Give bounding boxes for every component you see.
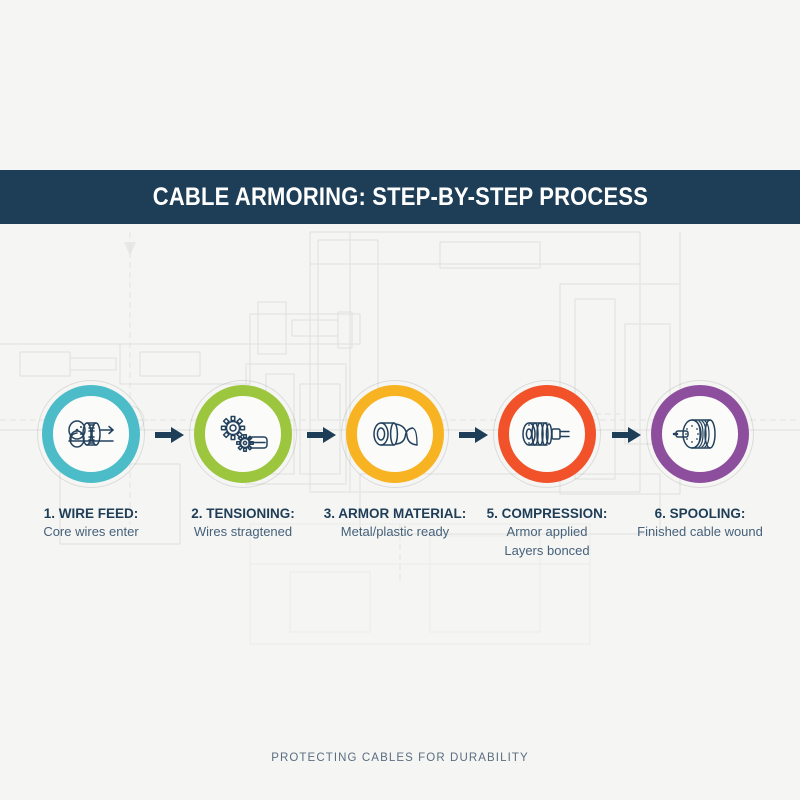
step-circle-wire-feed[interactable] — [35, 378, 147, 490]
step-label-title: 3. ARMOR MATERIAL: — [323, 506, 467, 521]
gears-tensioner-icon — [213, 404, 273, 464]
step-label-desc: Wires stragtened — [193, 524, 293, 539]
step-labels-row: 1. WIRE FEED: Core wires enter 2. TENSIO… — [0, 505, 800, 575]
step-label-title: 5. COMPRESSION: — [486, 506, 608, 521]
step-label-title: 1. WIRE FEED: — [43, 506, 139, 521]
wire-spool-feed-icon — [61, 404, 121, 464]
step-halo-ring — [493, 380, 601, 488]
step-label-desc: Core wires enter — [43, 524, 139, 539]
compression-die-icon — [517, 404, 577, 464]
arrow-right-icon — [457, 424, 491, 446]
step-circle-armor-material[interactable] — [339, 378, 451, 490]
footer-tagline: PROTECTING CABLES FOR DURABILITY — [271, 752, 529, 764]
step-color-ring — [651, 385, 749, 483]
step-label-tensioning: 2. TENSIONING: Wires stragtened — [143, 505, 343, 541]
step-halo-ring — [341, 380, 449, 488]
step-circle-tensioning[interactable] — [187, 378, 299, 490]
step-label-title: 2. TENSIONING: — [191, 506, 295, 521]
cable-drum-icon — [670, 404, 730, 464]
step-circle-spooling[interactable] — [644, 378, 756, 490]
title-banner: CABLE ARMORING: STEP-BY-STEP PROCESS — [0, 170, 800, 224]
page-title: CABLE ARMORING: STEP-BY-STEP PROCESS — [152, 182, 648, 211]
step-color-ring — [42, 385, 140, 483]
step-halo-ring — [646, 380, 754, 488]
step-circle-compression[interactable] — [491, 378, 603, 490]
step-label-spooling: 6. SPOOLING: Finished cable wound — [600, 505, 800, 541]
arrow-right-icon — [153, 424, 187, 446]
step-label-desc-2: Layers bonced — [504, 543, 590, 558]
step-label-desc: Finished cable wound — [637, 524, 763, 539]
step-halo-ring — [189, 380, 297, 488]
step-label-title: 6. SPOOLING: — [654, 506, 746, 521]
arrow-right-icon — [610, 424, 644, 446]
step-halo-ring — [37, 380, 145, 488]
step-label-desc: Metal/plastic ready — [340, 524, 450, 539]
step-color-ring — [194, 385, 292, 483]
step-label-armor-material: 3. ARMOR MATERIAL: Metal/plastic ready — [295, 505, 495, 541]
step-label-compression: 5. COMPRESSION: Armor applied Layers bon… — [447, 505, 647, 560]
arrow-right-icon — [305, 424, 339, 446]
process-steps-row — [0, 378, 800, 493]
step-label-wire-feed: 1. WIRE FEED: Core wires enter — [0, 505, 191, 541]
step-color-ring — [346, 385, 444, 483]
tape-roll-icon — [365, 404, 425, 464]
step-label-desc: Armor applied — [506, 524, 588, 539]
